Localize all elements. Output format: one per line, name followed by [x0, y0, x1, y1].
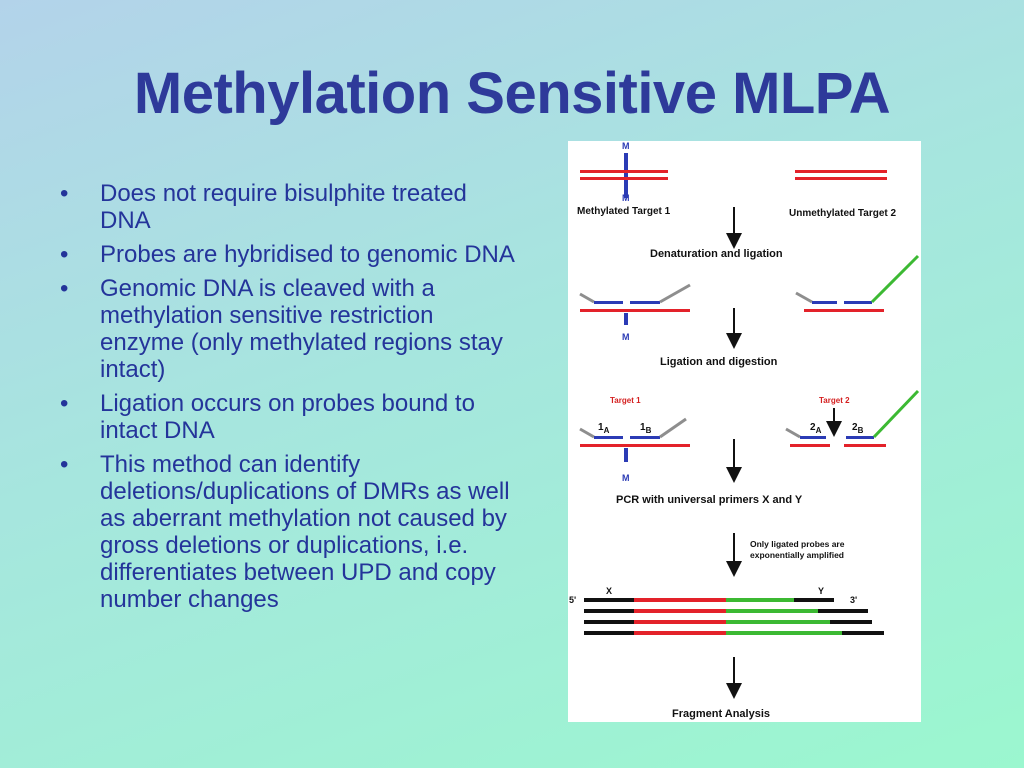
methyl-mark-bottom: M — [622, 193, 630, 203]
methyl-site-stage3 — [624, 448, 628, 462]
probe2b-s3 — [846, 436, 874, 439]
note-line-2: exponentially amplified — [750, 550, 844, 560]
probe2-tail-left-s3 — [785, 427, 801, 439]
target1-strand-top — [580, 170, 668, 173]
pcr-strand-2-green — [726, 609, 818, 613]
pcr-strand-1-tail — [794, 598, 834, 602]
probe-2a-number: 2A — [810, 422, 822, 435]
bullet-dot: • — [60, 275, 69, 302]
probe-1b-number: 1B — [640, 422, 652, 435]
probe2-tail-left — [795, 291, 813, 304]
bullet-text: Does not require bisulphite treated DNA — [100, 180, 467, 234]
probe1-tail-right-s3 — [659, 417, 687, 439]
probe2b-left — [844, 301, 872, 304]
bullet-item: • Probes are hybridised to genomic DNA — [58, 241, 518, 268]
probe-1a-num: 1 — [598, 422, 604, 433]
step-ligation-label: Ligation and digestion — [660, 356, 778, 368]
three-prime-label: 3' — [850, 595, 857, 605]
step-fragment-analysis-label: Fragment Analysis — [672, 708, 770, 720]
probe1-tail-right — [659, 283, 691, 304]
target1-red-label: Target 1 — [610, 396, 641, 405]
unmethylated-target-label: Unmethylated Target 2 — [789, 208, 896, 219]
probe1b-s3 — [630, 436, 660, 439]
target1-strand-stage3 — [580, 444, 690, 447]
pcr-strand-3-black — [584, 620, 634, 624]
pcr-strand-2-tail — [818, 609, 868, 613]
bullet-text: Probes are hybridised to genomic DNA — [100, 241, 515, 268]
probe-2a-num: 2 — [810, 422, 816, 433]
probe1a-s3 — [594, 436, 623, 439]
primer-y-label: Y — [818, 586, 824, 596]
target1-strand-stage2 — [580, 309, 690, 312]
slide-title: Methylation Sensitive MLPA — [133, 61, 891, 126]
target2-fragment-right — [844, 444, 886, 447]
step-pcr-label: PCR with universal primers X and Y — [616, 494, 803, 506]
pcr-strand-1-red — [634, 598, 726, 602]
bullet-item: • Does not require bisulphite treated DNA — [58, 180, 518, 234]
target2-fragment-left — [790, 444, 830, 447]
probe-2a-sub: A — [816, 426, 822, 435]
pcr-strand-1-green — [726, 598, 794, 602]
probe-2b-num: 2 — [852, 422, 858, 433]
probe2a-s3 — [800, 436, 826, 439]
bullet-item: • Ligation occurs on probes bound to inta… — [58, 390, 518, 444]
methyl-site-bar — [624, 153, 628, 198]
mlpa-diagram-svg: M M Methylated Target 1 Unmethylated Tar… — [569, 141, 920, 720]
probe1b-left — [630, 301, 660, 304]
pcr-strand-1-black — [584, 598, 634, 602]
methyl-mark-stage2: M — [622, 332, 630, 342]
target2-strand-stage2 — [804, 309, 884, 312]
pcr-strand-2-red — [634, 609, 726, 613]
pcr-strand-2-black — [584, 609, 634, 613]
pcr-strand-4-tail — [842, 631, 884, 635]
probe-1b-sub: B — [646, 426, 652, 435]
probe-1a-sub: A — [604, 426, 610, 435]
target1-strand-bottom — [580, 177, 668, 180]
bullet-item: • This method can identify deletions/dupl… — [58, 451, 518, 613]
pcr-strand-3-tail — [830, 620, 872, 624]
probe2a-left — [812, 301, 837, 304]
target2-strand-bottom — [795, 177, 887, 180]
pcr-strand-4-red — [634, 631, 726, 635]
pcr-strand-4-green — [726, 631, 842, 635]
step-denaturation-label: Denaturation and ligation — [650, 248, 783, 260]
probe1a-left — [594, 301, 623, 304]
probe2-tail-right — [870, 254, 920, 304]
target2-strand-top — [795, 170, 887, 173]
methyl-mark-stage3: M — [622, 473, 630, 483]
five-prime-label: 5' — [569, 595, 576, 605]
methylated-target-label: Methylated Target 1 — [577, 206, 671, 217]
bullet-dot: • — [60, 180, 69, 207]
probe1-tail-left-s3 — [579, 427, 595, 439]
bullet-dot: • — [60, 390, 69, 417]
probe-2b-sub: B — [858, 426, 864, 435]
probe-1a-number: 1A — [598, 422, 610, 435]
mlpa-diagram: M M Methylated Target 1 Unmethylated Tar… — [568, 141, 921, 722]
bullet-text: Genomic DNA is cleaved with a methylatio… — [100, 275, 503, 383]
target2-red-label: Target 2 — [819, 396, 850, 405]
methyl-site-stage2 — [624, 313, 628, 325]
bullet-dot: • — [60, 451, 69, 478]
bullet-list: • Does not require bisulphite treated DNA… — [58, 180, 518, 620]
probe-2b-number: 2B — [852, 422, 864, 435]
probe2-tail-right-s3 — [872, 389, 920, 439]
pcr-strand-4-black — [584, 631, 634, 635]
bullet-text: Ligation occurs on probes bound to intac… — [100, 390, 475, 444]
pcr-strand-3-red — [634, 620, 726, 624]
primer-x-label: X — [606, 586, 612, 596]
bullet-text: This method can identify deletions/dupli… — [100, 451, 510, 613]
pcr-strand-3-green — [726, 620, 830, 624]
note-line-1: Only ligated probes are — [750, 539, 845, 549]
probe1-tail-left — [579, 292, 595, 304]
methyl-mark-top: M — [622, 141, 630, 151]
probe-1b-num: 1 — [640, 422, 646, 433]
bullet-item: • Genomic DNA is cleaved with a methylati… — [58, 275, 518, 383]
bullet-dot: • — [60, 241, 69, 268]
